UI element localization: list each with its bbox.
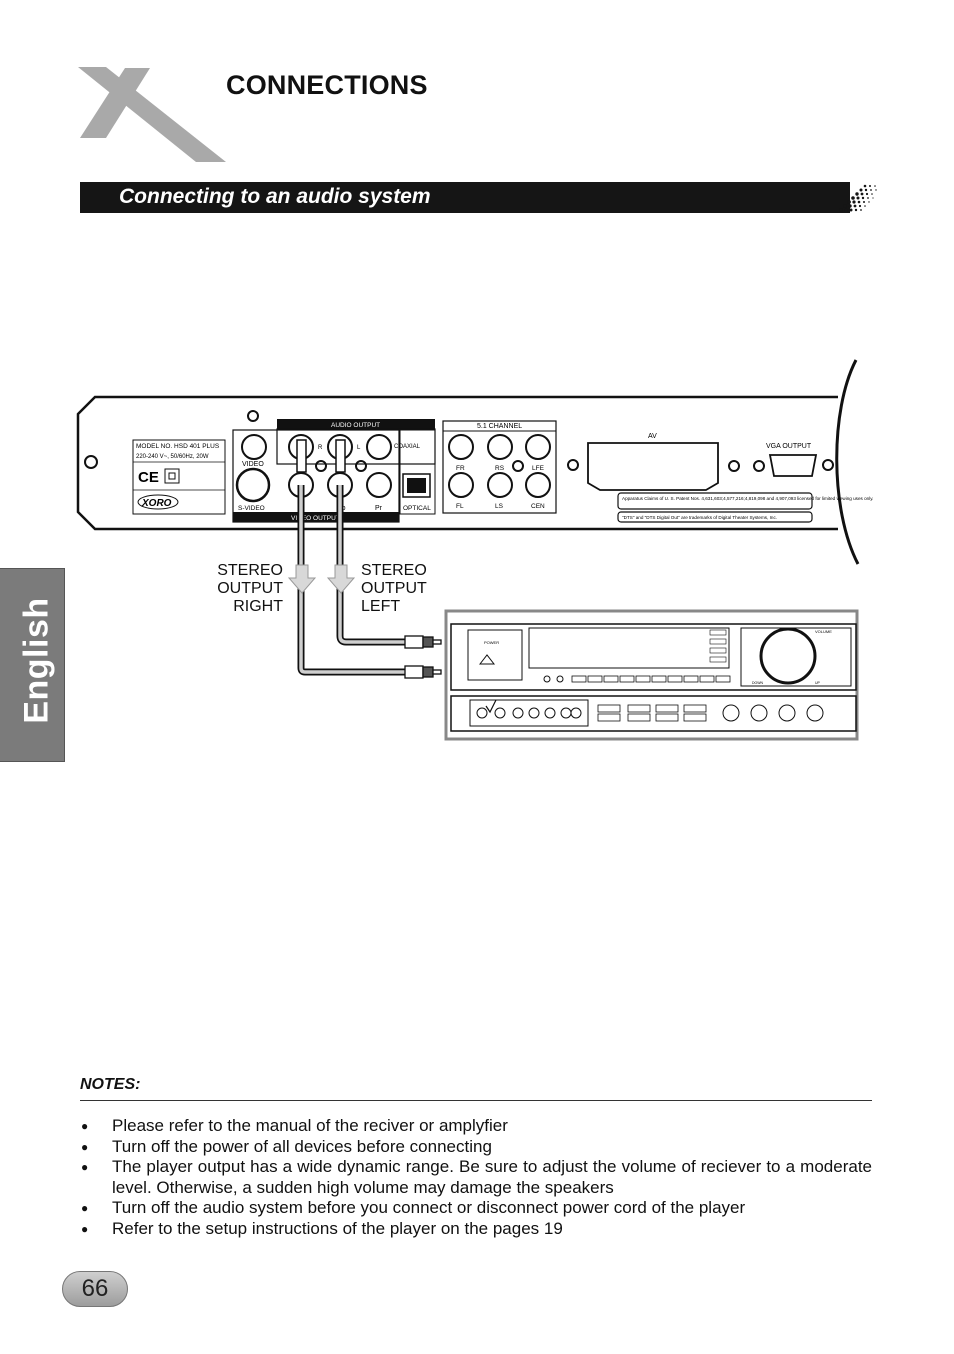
model-number-text: MODEL NO. HSD 401 PLUS (136, 443, 220, 450)
notes-divider (80, 1100, 872, 1101)
optical-label: OPTICAL (403, 505, 431, 512)
av-label: AV (648, 433, 657, 440)
section-header-bar (80, 182, 850, 213)
video-jack-label: VIDEO (242, 461, 264, 468)
section-title: Connecting to an audio system (119, 185, 431, 208)
cen-label: CEN (531, 503, 545, 510)
l-label: L (357, 445, 361, 451)
rs-label: RS (495, 465, 505, 472)
page-title: CONNECTIONS (226, 70, 428, 100)
audio-connection-diagram: MODEL NO. HSD 401 PLUS 220-240 V~, 50/60… (76, 359, 873, 741)
page-number: 66 (81, 1275, 109, 1302)
s-video-label: S-VIDEO (238, 505, 265, 512)
xoro-x-logo (78, 67, 226, 162)
lfe-label: LFE (532, 465, 545, 472)
notes-list: Please refer to the manual of the recive… (80, 1116, 872, 1239)
receiver-up-label: UP (815, 681, 821, 685)
list-item: The player output has a wide dynamic ran… (80, 1157, 872, 1198)
notes-heading: NOTES: (80, 1076, 141, 1093)
page-number-badge (62, 1271, 128, 1307)
fr-label: FR (456, 465, 465, 472)
list-item: Please refer to the manual of the recive… (80, 1116, 872, 1137)
ls-label: LS (495, 503, 504, 510)
power-rating-text: 220-240 V~, 50/60Hz, 20W (136, 454, 209, 460)
list-item: Turn off the audio system before you con… (80, 1198, 872, 1219)
brand-logo-text: XORO (141, 498, 172, 509)
fl-label: FL (456, 503, 464, 510)
coaxial-label: COAXIAL (394, 444, 421, 450)
list-item: Turn off the power of all devices before… (80, 1137, 872, 1158)
receiver-volume-label: VOLUME (815, 629, 832, 634)
halftone-dots-decoration (839, 184, 877, 212)
ce-mark: CE (138, 469, 159, 486)
language-side-tab (0, 568, 65, 762)
vga-label: VGA OUTPUT (766, 443, 812, 450)
receiver-down-label: DOWN (752, 681, 764, 685)
pr-label: Pr (375, 505, 383, 512)
audio-output-label: AUDIO OUTPUT (331, 422, 380, 429)
receiver-power-label: POWER (484, 640, 499, 645)
video-output-label: VIDEO OUTPUT (291, 515, 340, 522)
dts-trademark-text: "DTS" and "DTS Digital Out" are trademar… (622, 515, 777, 520)
patent-text: Apparatus Claims of U. S. Patent Nos. 4,… (622, 496, 873, 501)
r-label: R (318, 445, 323, 451)
channel-header-label: 5.1 CHANNEL (477, 423, 522, 430)
list-item: Refer to the setup instructions of the p… (80, 1219, 872, 1240)
